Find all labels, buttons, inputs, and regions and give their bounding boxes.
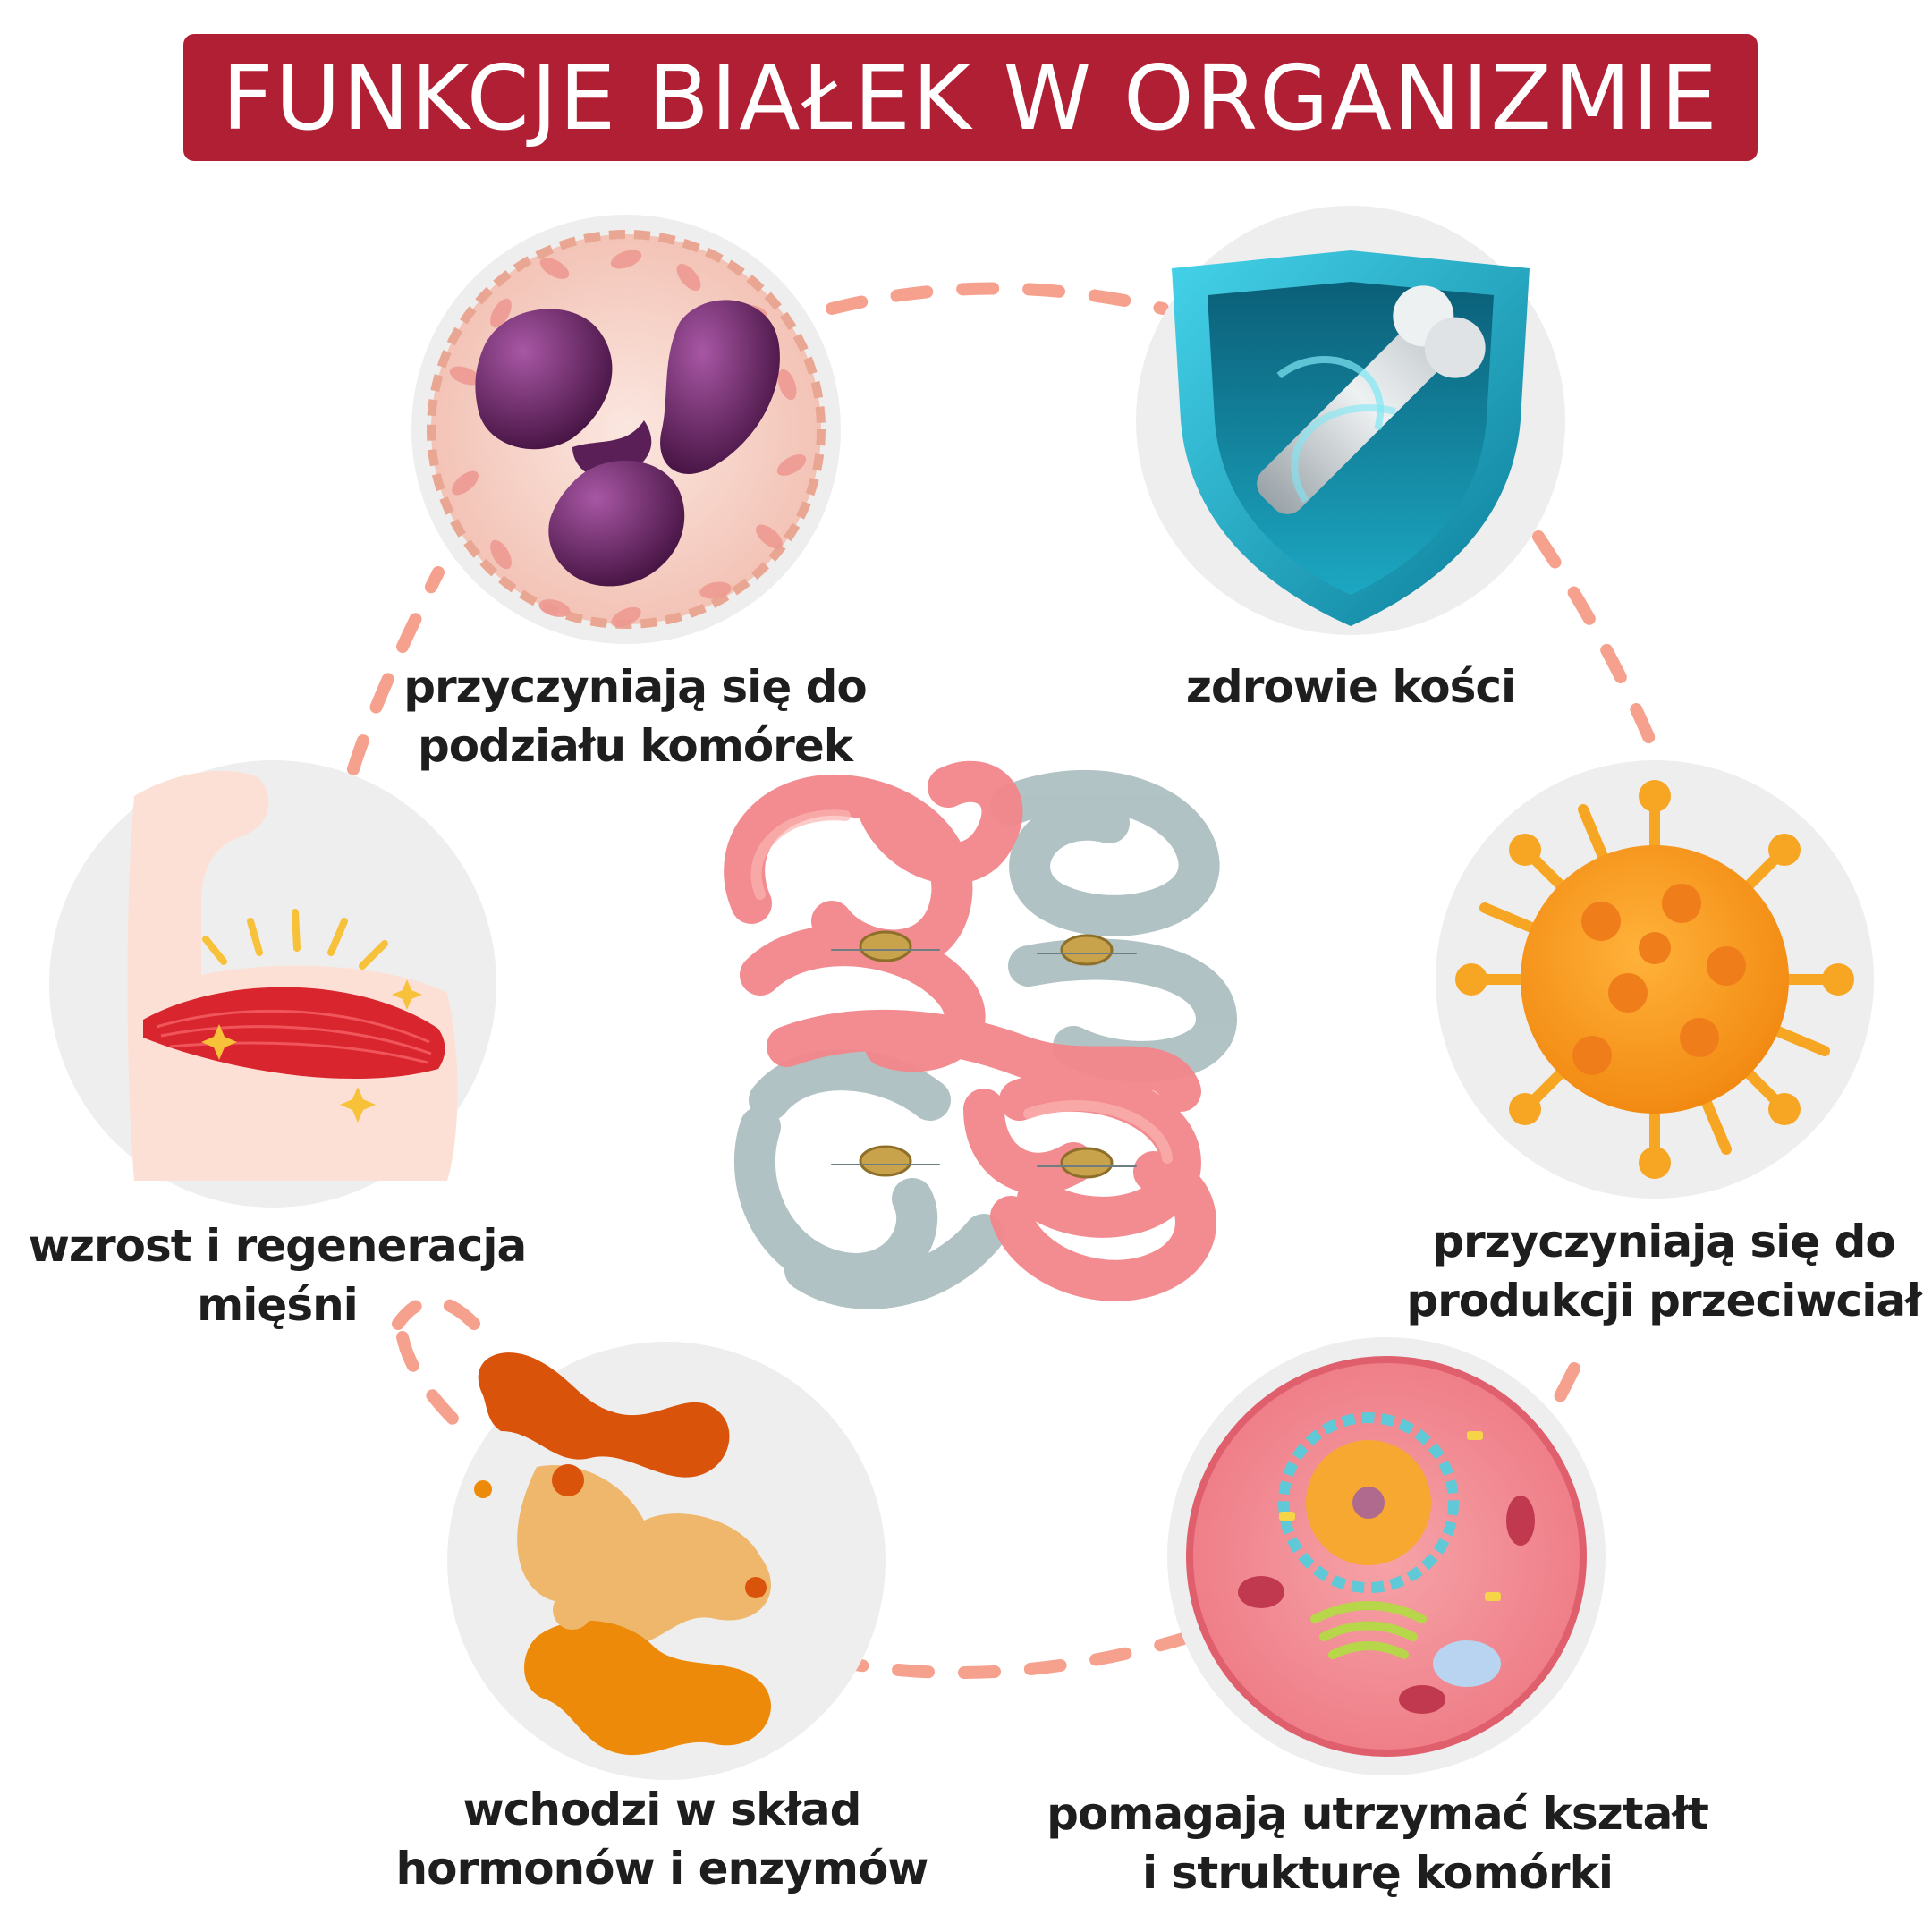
label-line: wchodzi w skład	[462, 1784, 862, 1835]
label-line: podziału komórek	[417, 720, 853, 772]
label-line: przyczyniają się do	[403, 661, 868, 713]
protein-structure-icon	[724, 760, 1238, 1309]
white-blood-cell-icon	[411, 215, 841, 644]
label-line: i strukturę komórki	[1142, 1847, 1614, 1899]
virus-icon	[1436, 760, 1874, 1199]
title-banner: FUNKCJE BIAŁEK W ORGANIZMIE	[183, 34, 1758, 161]
label-cell-division: przyczyniają się do podziału komórek	[376, 657, 894, 775]
molecule-blobs-icon	[447, 1342, 886, 1780]
page-title: FUNKCJE BIAŁEK W ORGANIZMIE	[222, 45, 1719, 150]
label-line: przyczyniają się do	[1432, 1216, 1896, 1267]
label-antibodies: przyczyniają się do produkcji przeciwcia…	[1395, 1212, 1932, 1330]
label-cell-structure: pomagają utrzymać kształt i strukturę ko…	[1046, 1784, 1709, 1902]
label-line: pomagają utrzymać kształt	[1046, 1788, 1709, 1840]
label-line: zdrowie kości	[1185, 661, 1516, 713]
label-line: mięśni	[197, 1279, 359, 1331]
animal-cell-icon	[1167, 1337, 1606, 1775]
label-line: hormonów i enzymów	[395, 1843, 929, 1894]
label-bone-health: zdrowie kości	[1100, 657, 1601, 716]
label-line: produkcji przeciwciał	[1406, 1275, 1921, 1326]
label-line: wzrost i regeneracja	[28, 1220, 528, 1272]
flexed-arm-muscle-icon	[49, 760, 496, 1208]
label-hormones-enzymes: wchodzi w skład hormonów i enzymów	[376, 1780, 948, 1898]
bone-shield-icon	[1136, 206, 1565, 635]
label-muscles: wzrost i regeneracja mięśni	[18, 1216, 537, 1335]
